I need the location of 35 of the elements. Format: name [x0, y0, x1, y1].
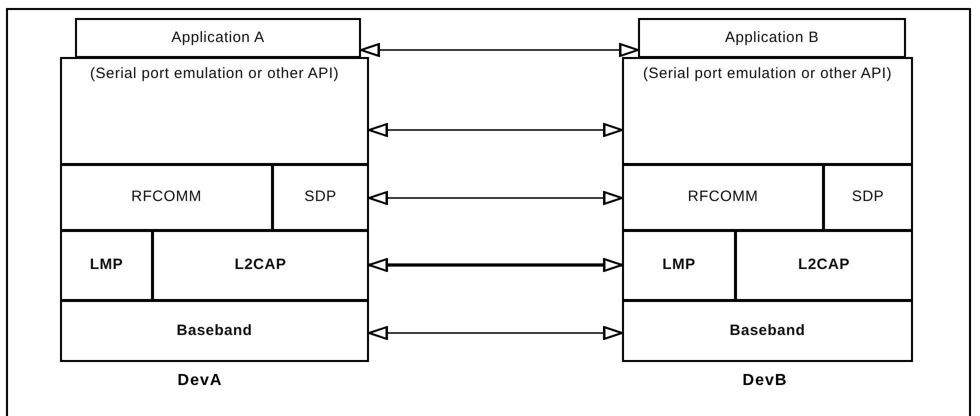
protocol-layer-box: [60, 230, 153, 301]
layer-label: (Serial port emulation or other API): [642, 65, 893, 84]
double-arrow: [368, 190, 624, 206]
protocol-layer-box: [152, 230, 369, 301]
layer-label: SDP: [303, 188, 338, 207]
double-arrow: [368, 258, 624, 272]
device-label: DevA: [178, 372, 222, 390]
layer-label: RFCOMM: [130, 188, 203, 207]
device-label: DevB: [742, 372, 788, 390]
layer-label: Baseband: [728, 322, 806, 340]
layer-label: RFCOMM: [686, 188, 760, 207]
layer-label: Application A: [170, 28, 266, 48]
protocol-layer-box: [60, 164, 273, 231]
layer-label: LMP: [661, 256, 697, 275]
layer-label: (Serial port emulation or other API): [89, 65, 340, 84]
protocol-layer-box: [622, 300, 913, 362]
double-arrow: [368, 326, 624, 340]
protocol-layer-box: [60, 57, 369, 165]
double-arrow: [368, 122, 624, 138]
protocol-layer-box: [622, 57, 913, 165]
layer-label: L2CAP: [234, 256, 288, 275]
protocol-layer-box: [622, 230, 736, 301]
protocol-layer-box: [638, 18, 906, 58]
layer-label: SDP: [850, 188, 886, 207]
protocol-layer-box: [735, 230, 913, 301]
layer-label: Application B: [724, 28, 820, 48]
double-arrow: [360, 42, 640, 58]
protocol-layer-box: [622, 164, 824, 231]
protocol-layer-box: [823, 164, 913, 231]
layer-label: Baseband: [176, 322, 254, 340]
protocol-layer-box: [272, 164, 369, 231]
layer-label: LMP: [88, 256, 124, 275]
protocol-layer-box: [60, 300, 369, 362]
layer-label: L2CAP: [797, 256, 851, 275]
protocol-layer-box: [75, 18, 361, 58]
